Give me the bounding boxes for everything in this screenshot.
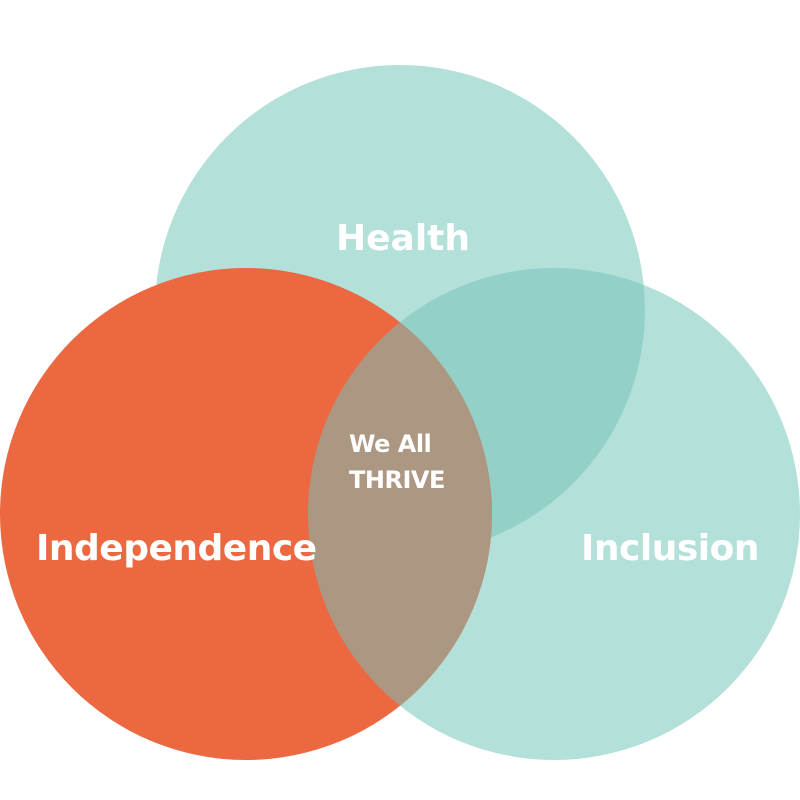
center-overlap — [308, 268, 492, 760]
center-label-line1: We All — [349, 430, 432, 458]
health-label: Health — [336, 218, 471, 259]
center-label: We All THRIVE — [349, 426, 445, 498]
independence-label: Independence — [36, 528, 317, 569]
inclusion-label: Inclusion — [581, 528, 759, 569]
center-label-line2: THRIVE — [349, 466, 445, 494]
